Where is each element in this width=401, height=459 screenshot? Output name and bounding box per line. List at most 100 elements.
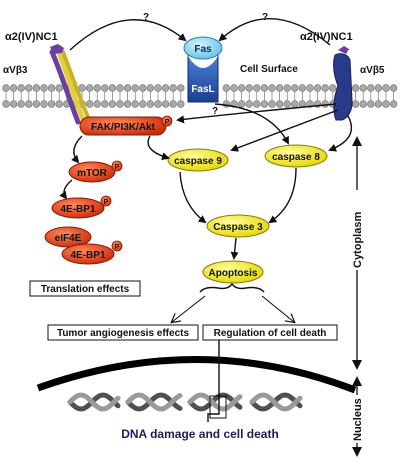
lipid-head [146, 100, 155, 108]
dna-focus-box [209, 395, 227, 419]
nuclear-membrane [36, 356, 357, 394]
lipid-head [32, 84, 41, 92]
dna-strand [249, 392, 303, 412]
lipid-head [222, 100, 231, 108]
lipid-head [108, 100, 117, 108]
lipid-head [382, 100, 390, 108]
caspase8-node [264, 144, 328, 168]
regulation-label: Regulation of cell death [214, 328, 327, 339]
phospho-4ebp1-b [111, 240, 123, 252]
lipid-head [139, 84, 147, 92]
phospho-mtor [111, 160, 123, 172]
lipid-head [40, 84, 48, 92]
caspase9-label: caspase 9 [174, 156, 222, 167]
lipid-head [268, 100, 276, 108]
lipid-head [131, 100, 139, 108]
lipid-head [237, 100, 246, 108]
lipid-head [101, 100, 109, 108]
lipid-head [275, 84, 284, 92]
lipid-head [146, 84, 155, 92]
4ebp1-node-b [61, 243, 115, 265]
lipid-head [313, 84, 322, 92]
arrow-a2-to-fas-right [218, 18, 331, 46]
arrow-fasl-casp8 [214, 103, 289, 145]
lipid-head [9, 84, 18, 92]
lipid-head [245, 100, 253, 108]
lipid-head [321, 100, 329, 108]
lipid-head [291, 100, 299, 108]
regulation-box [202, 324, 338, 341]
lipid-head [374, 84, 383, 92]
arrow-mtor-4ebp1 [59, 179, 73, 200]
phospho-4ebp1-a [100, 195, 112, 207]
cytoplasm-label: Cytoplasm [352, 212, 364, 268]
lipid-head [55, 100, 63, 108]
question-mark-middle: ? [212, 106, 218, 117]
lipid-head [260, 100, 269, 108]
lipid-head [93, 84, 101, 92]
caspase3-node [206, 214, 270, 238]
lipid-head [374, 100, 383, 108]
lipid-head [2, 100, 10, 108]
phospho-fak-label: P [165, 119, 170, 126]
eif4e-node [44, 226, 92, 248]
lipid-head [116, 100, 124, 108]
lipid-head [306, 84, 314, 92]
fas-label: Fas [194, 44, 212, 55]
lipid-head [101, 84, 109, 92]
lipid-head [230, 84, 238, 92]
dna-damage-label: DNA damage and cell death [121, 427, 279, 441]
lipid-head [17, 100, 25, 108]
lipid-head [222, 84, 231, 92]
lipid-head [116, 84, 124, 92]
lipid-head [283, 100, 291, 108]
question-mark-left: ? [143, 12, 149, 23]
fasl-label: FasL [191, 84, 214, 95]
phospho-mtor-label: P [115, 164, 120, 171]
apoptosis-node [202, 260, 264, 284]
lipid-head [161, 84, 170, 92]
lipid-head [389, 100, 398, 108]
lipid-head [382, 84, 390, 92]
eif4e-label: eIF4E [55, 233, 82, 244]
phospho-fak [161, 115, 173, 127]
4ebp1-label-b: 4E-BP1 [70, 250, 105, 261]
avb5-label: αVβ5 [360, 65, 385, 76]
lipid-head [93, 100, 101, 108]
lipid-head [169, 84, 177, 92]
phospho-4ebp1-b-label: P [115, 244, 120, 251]
dna-strand [67, 392, 121, 412]
dna-strand [67, 392, 121, 412]
arrow-fak-casp9 [147, 135, 170, 161]
phospho-4ebp1-a-label: P [104, 199, 109, 206]
dna-strand [187, 392, 243, 412]
arrow-casp8-casp3 [268, 167, 297, 224]
lipid-head [123, 84, 132, 92]
dna-helix [67, 392, 303, 412]
lipid-head [260, 84, 269, 92]
nucleus-label-bg [349, 395, 365, 443]
lipid-head [17, 84, 25, 92]
lipid-head [177, 100, 185, 108]
lipid-head [359, 84, 367, 92]
dna-strand [125, 392, 183, 412]
integrin-avb3 [49, 44, 92, 125]
lipid-head [253, 84, 261, 92]
lipid-head [55, 84, 63, 92]
4ebp1-label-a: 4E-BP1 [60, 204, 95, 215]
lipid-head [85, 100, 94, 108]
caspase8-label: caspase 8 [272, 152, 320, 163]
lipid-head [367, 100, 375, 108]
lipid-head [237, 84, 246, 92]
lipid-head [298, 84, 307, 92]
lipid-head [367, 84, 375, 92]
a2-nc1-left-label: α2(IV)NC1 [5, 31, 58, 43]
tumor-angiogenesis-label: Tumor angiogenesis effects [57, 328, 190, 339]
translation-effects-label: Translation effects [41, 284, 130, 295]
question-mark-right: ? [262, 12, 268, 23]
lipid-head [40, 100, 48, 108]
arrow-avb5-casp8 [328, 115, 353, 152]
fas-ligand [183, 36, 223, 60]
arrow-brace-regulation [261, 295, 294, 322]
